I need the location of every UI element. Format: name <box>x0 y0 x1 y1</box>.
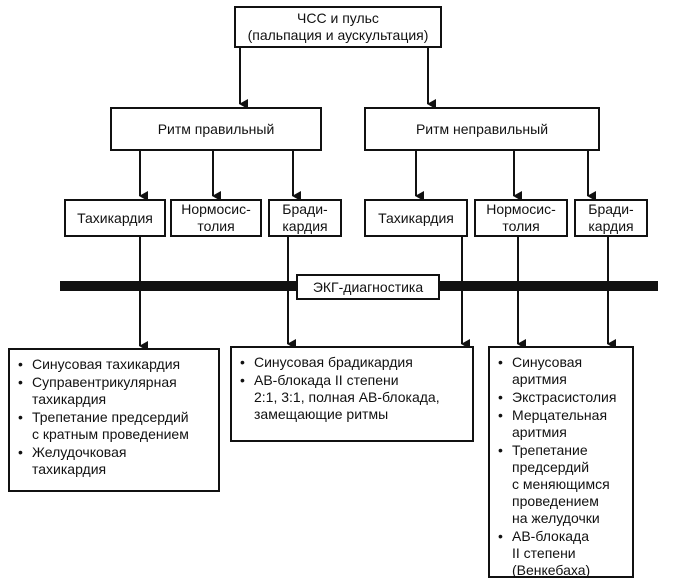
rate-box-line: кардия <box>588 218 634 234</box>
rate-box-line: толия <box>502 218 540 234</box>
result-item-line: Синусовая аритмия <box>512 354 583 387</box>
bullet-icon: • <box>18 409 23 425</box>
rate-box-irregular-tachy: Тахикардия <box>364 199 468 237</box>
result-item-line: тахикардия <box>32 391 107 407</box>
rhythm-irregular-box: Ритм неправильный <box>364 107 600 151</box>
bullet-icon: • <box>498 407 503 423</box>
result-list-irregular: • Синусовая аритмия • Экстрасистолия • Мерцат… <box>490 348 632 584</box>
rate-box-regular-normo: Нормосис- толия <box>170 199 262 237</box>
result-list-brady: • Синусовая брадикардия • АВ-блокада II сте… <box>232 348 472 428</box>
result-item-line: 2:1, 3:1, полная АВ-блокада, <box>254 389 440 405</box>
result-item-line: Суправентрикулярная <box>32 374 177 390</box>
result-item-line: Синусовая брадикардия <box>254 354 413 370</box>
result-item-line: проведением <box>512 493 599 509</box>
rhythm-regular-label: Ритм правильный <box>157 120 275 137</box>
rhythm-regular-box: Ритм правильный <box>110 107 322 151</box>
rhythm-irregular-label: Ритм неправильный <box>415 120 549 137</box>
result-item-line: на желудочки <box>512 510 600 526</box>
ecg-band-label: ЭКГ-диагностика <box>296 274 440 300</box>
bullet-icon: • <box>240 372 245 388</box>
bullet-icon: • <box>240 354 245 370</box>
rate-box-line: Нормосис- <box>181 201 251 217</box>
result-item: • Экстрасистолия <box>498 389 626 406</box>
result-box-brady: • Синусовая брадикардия • АВ-блокада II сте… <box>230 346 474 442</box>
result-item-line: замещающие ритмы <box>254 406 389 422</box>
result-item-line: Синусовая тахикардия <box>32 356 181 372</box>
result-item-line: предсердий <box>512 459 590 475</box>
rate-box-line: Бради- <box>588 201 634 217</box>
result-list-tachy: • Синусовая тахикардия • Суправентрикулярна… <box>10 350 218 483</box>
result-item-line: (Венкебаха) <box>512 562 591 578</box>
result-box-tachy: • Синусовая тахикардия • Суправентрикулярна… <box>8 348 220 492</box>
rate-box-line: Бради- <box>282 201 328 217</box>
rate-box-line: Тахикардия <box>378 209 454 226</box>
result-item-line: Трепетание <box>512 442 588 458</box>
bullet-icon: • <box>18 356 23 372</box>
rate-box-line: толия <box>197 218 235 234</box>
result-item-line: тахикардия <box>32 461 107 477</box>
rate-box-irregular-normo: Нормосис- толия <box>474 199 568 237</box>
rate-box-line: Тахикардия <box>77 209 153 226</box>
rate-box-line: Нормосис- <box>486 201 556 217</box>
result-item: • Синусовая тахикардия <box>18 356 212 373</box>
result-item-line: с меняющимся <box>512 476 610 492</box>
root-line-1: ЧСС и пульс <box>297 10 379 26</box>
root-box: ЧСС и пульс (пальпация и аускультация) <box>234 6 442 48</box>
result-item-line: II степени <box>512 545 576 561</box>
result-item-line: Желудочковая <box>32 444 127 460</box>
root-line-2: (пальпация и аускультация) <box>247 27 429 43</box>
result-item-line: Трепетание предсердий <box>32 409 189 425</box>
result-item-line: АВ-блокада <box>512 528 590 544</box>
bullet-icon: • <box>498 389 503 405</box>
result-item-line: с кратным проведением <box>32 426 189 442</box>
result-item-line: АВ-блокада II степени <box>254 372 399 388</box>
rate-box-regular-brady: Бради- кардия <box>268 199 342 237</box>
bullet-icon: • <box>18 374 23 390</box>
result-item-line: Мерцательная <box>512 407 608 423</box>
result-box-irregular: • Синусовая аритмия • Экстрасистолия • Мерцат… <box>488 346 634 578</box>
result-item-line: аритмия <box>512 424 567 440</box>
rate-box-regular-tachy: Тахикардия <box>64 199 166 237</box>
bullet-icon: • <box>18 444 23 460</box>
bullet-icon: • <box>498 354 503 370</box>
result-item: • Синусовая аритмия <box>498 354 626 388</box>
rate-box-irregular-brady: Бради- кардия <box>574 199 648 237</box>
result-item: • Синусовая брадикардия <box>240 354 466 371</box>
bullet-icon: • <box>498 442 503 458</box>
bullet-icon: • <box>498 528 503 544</box>
result-item-line: Экстрасистолия <box>512 389 617 405</box>
rate-box-line: кардия <box>282 218 328 234</box>
